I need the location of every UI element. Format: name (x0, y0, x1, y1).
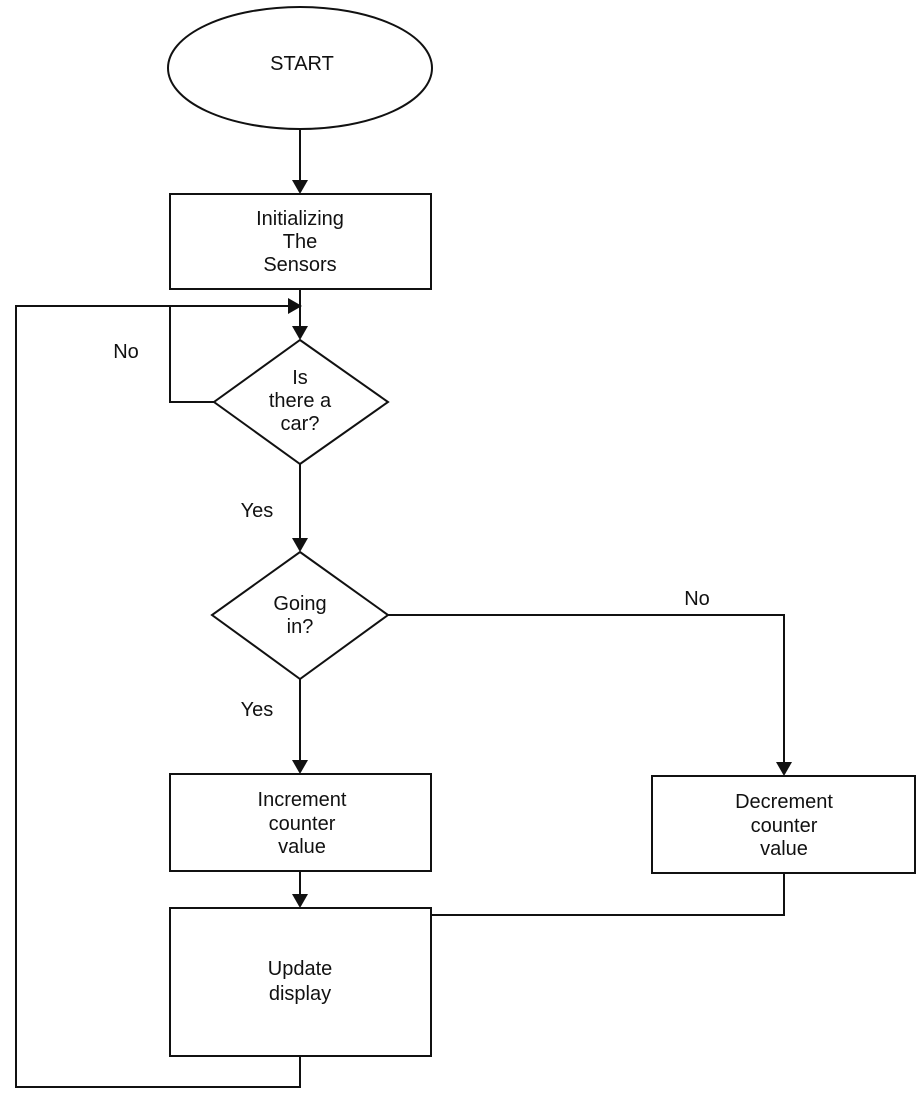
start-terminal (167, 6, 433, 130)
init-label-line-2: The (283, 231, 317, 253)
init-label-line-3: Sensors (263, 254, 336, 276)
edge-label-car-no: No (113, 341, 139, 363)
arrowhead-car-check (292, 326, 308, 340)
arrowhead-going-in (292, 538, 308, 552)
init-process (169, 193, 432, 290)
edge-decrement-to-update (300, 873, 785, 916)
edge-update-loop-back (15, 305, 301, 1088)
decrement-label-line-2: counter (751, 815, 818, 837)
arrowhead-increment (292, 760, 308, 774)
decrement-label-line-1: Decrement (735, 791, 833, 813)
decrement-process (651, 775, 916, 874)
decrement-label-line-3: value (760, 838, 808, 860)
arrowhead-update (292, 894, 308, 908)
start-label: START (270, 53, 334, 75)
update-process (169, 907, 432, 1057)
init-label-line-1: Initializing (256, 208, 344, 230)
edge-label-going-yes: Yes (241, 699, 274, 721)
car-check-label-line-1: Is (292, 367, 308, 389)
car-check-decision (212, 338, 390, 466)
update-label-line-1: Update (268, 958, 333, 980)
increment-process (169, 773, 432, 872)
going-in-decision (210, 550, 390, 681)
edge-car-check-no-loop (169, 305, 292, 403)
increment-label-line-2: counter (269, 813, 336, 835)
arrowhead-decrement (776, 762, 792, 776)
increment-label-line-3: value (278, 836, 326, 858)
increment-label-line-1: Increment (258, 789, 347, 811)
edge-label-car-yes: Yes (241, 500, 274, 522)
arrowhead-no-loop (288, 298, 302, 314)
arrowhead-init (292, 180, 308, 194)
edge-label-going-no: No (684, 588, 710, 610)
edge-going-in-no (388, 614, 785, 766)
car-check-label-line-2: there a (269, 390, 332, 412)
car-check-label-line-3: car? (281, 413, 320, 435)
going-in-label-line-1: Going (273, 593, 326, 615)
update-label-line-2: display (269, 983, 331, 1005)
going-in-label-line-2: in? (287, 616, 314, 638)
